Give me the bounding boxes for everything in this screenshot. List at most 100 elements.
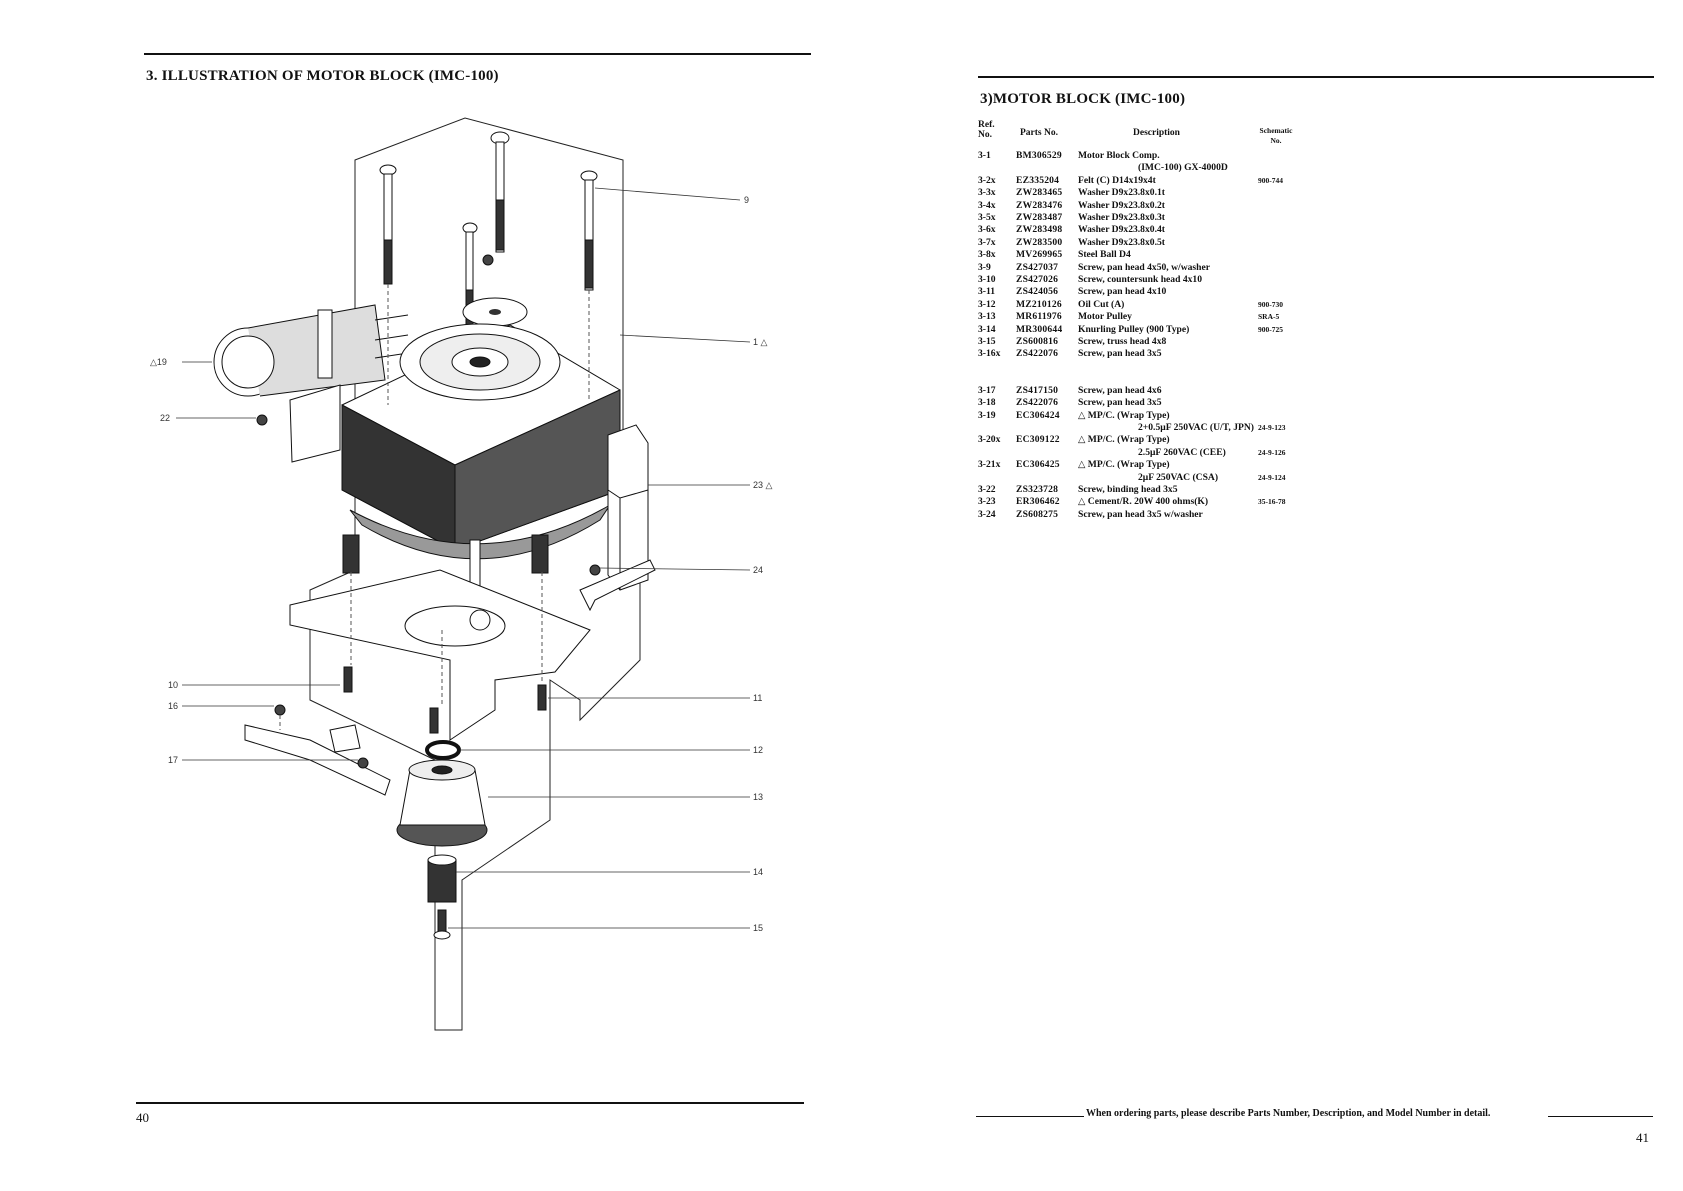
header-parts-no: Parts No. xyxy=(1020,128,1058,138)
part-number: ER306462 xyxy=(1016,496,1060,508)
callout-11: 11 xyxy=(753,693,762,703)
callout-19: △19 xyxy=(150,357,167,367)
part-ref: 3-20x xyxy=(978,434,1001,446)
long-screw-right xyxy=(580,170,598,291)
screw-11 xyxy=(537,684,547,711)
mounting-bracket xyxy=(289,569,591,741)
callout-9: 9 xyxy=(744,195,749,205)
part-description: Washer D9x23.8x0.1t xyxy=(1078,187,1165,199)
part-schematic: 900-744 xyxy=(1258,175,1283,185)
callout-17: 17 xyxy=(168,755,178,765)
part-description: Washer D9x23.8x0.4t xyxy=(1078,224,1165,236)
part-schematic: 35-16-78 xyxy=(1258,497,1286,507)
part-number: EC306424 xyxy=(1016,409,1060,421)
part-schematic: 24-9-123 xyxy=(1258,423,1286,432)
resistor-bracket xyxy=(579,559,656,612)
part-description: Screw, pan head 3x5 xyxy=(1078,397,1162,409)
part-ref: 3-10 xyxy=(978,274,996,285)
part-description: Screw, pan head 4x10 xyxy=(1078,286,1167,298)
part-ref: 3-15 xyxy=(978,336,996,347)
part-number: ZS422076 xyxy=(1016,397,1059,409)
part-number: ZS427037 xyxy=(1016,261,1059,273)
part-number: MZ210126 xyxy=(1016,298,1062,310)
part-ref: 3-6x xyxy=(978,224,996,236)
part-ref: 3-22 xyxy=(978,484,996,495)
part-description: Steel Ball D4 xyxy=(1078,249,1131,261)
left-page-number: 40 xyxy=(136,1110,149,1125)
right-top-rule xyxy=(978,76,1654,78)
part-number: ZW283465 xyxy=(1016,187,1063,199)
part-schematic: 900-725 xyxy=(1258,324,1283,334)
part-description: 2.5μF 260VAC (CEE) xyxy=(1138,446,1226,458)
part-description: Oil Cut (A) xyxy=(1078,298,1125,310)
part-number: ZS424056 xyxy=(1016,286,1059,298)
part-number: ZS600816 xyxy=(1016,336,1059,347)
callout-23: 23 △ xyxy=(753,480,773,490)
part-ref: 3-19 xyxy=(978,409,996,421)
part-schematic: 24-9-124 xyxy=(1258,472,1286,482)
part-ref: 3-12 xyxy=(978,298,996,310)
part-ref: 3-23 xyxy=(978,496,996,508)
screw-24 xyxy=(589,564,601,576)
part-number: ZW283487 xyxy=(1016,212,1063,223)
part-description: Screw, pan head 3x5 xyxy=(1078,348,1162,360)
ordering-note-line-right xyxy=(1548,1116,1653,1117)
part-description: Screw, pan head 4x50, w/washer xyxy=(1078,261,1211,273)
callout-16: 16 xyxy=(168,701,178,711)
knurling-pulley xyxy=(427,854,457,903)
part-ref: 3-17 xyxy=(978,384,996,396)
part-ref: 3-16x xyxy=(978,348,1001,360)
callout-22: 22 xyxy=(160,413,170,423)
part-number: ZW283476 xyxy=(1016,199,1063,211)
screw-18 xyxy=(357,757,369,769)
part-description: (IMC-100) GX-4000D xyxy=(1138,162,1228,174)
header-ref-no: Ref. No. xyxy=(978,120,995,140)
part-number: ZS323728 xyxy=(1016,484,1059,495)
part-description: Screw, binding head 3x5 xyxy=(1078,484,1178,495)
part-number: MR300644 xyxy=(1016,323,1063,335)
part-number: ZS427026 xyxy=(1016,274,1059,285)
part-number: MV269965 xyxy=(1016,249,1063,261)
part-ref: 3-24 xyxy=(978,508,996,520)
part-ref: 3-3x xyxy=(978,187,996,199)
callout-13: 13 xyxy=(753,792,763,802)
left-bottom-rule xyxy=(136,1102,804,1104)
oil-cut-washer xyxy=(425,740,461,760)
part-description: △ MP/C. (Wrap Type) xyxy=(1078,409,1170,421)
screw-22 xyxy=(256,414,268,426)
part-ref: 3-21x xyxy=(978,459,1001,471)
part-ref: 3-8x xyxy=(978,249,996,261)
part-schematic: 24-9-126 xyxy=(1258,447,1286,457)
part-number: ZS422076 xyxy=(1016,348,1059,360)
spacer-left xyxy=(342,534,360,574)
header-description: Description xyxy=(1133,128,1180,138)
part-ref: 3-9 xyxy=(978,261,991,273)
callout-15: 15 xyxy=(753,923,763,933)
callout-14: 14 xyxy=(753,867,763,877)
part-description: Screw, truss head 4x8 xyxy=(1078,336,1167,347)
part-number: MR611976 xyxy=(1016,311,1062,323)
part-number: EC306425 xyxy=(1016,459,1060,471)
long-screw-left xyxy=(379,164,397,285)
ordering-note-text: When ordering parts, please describe Par… xyxy=(1086,1108,1491,1119)
part-description: Washer D9x23.8x0.3t xyxy=(1078,212,1165,223)
part-ref: 3-4x xyxy=(978,199,996,211)
motor-block-exploded-diagram: 9 1 △ △19 22 23 △ 24 10 16 17 11 12 13 1… xyxy=(150,117,773,1031)
part-schematic: 900-730 xyxy=(1258,299,1283,309)
screw-16 xyxy=(274,704,286,716)
part-ref: 3-5x xyxy=(978,212,996,223)
part-description: Washer D9x23.8x0.2t xyxy=(1078,199,1165,211)
part-number: ZW283500 xyxy=(1016,236,1063,248)
part-number: ZS417150 xyxy=(1016,384,1059,396)
part-description: 2+0.5μF 250VAC (U/T, JPN) xyxy=(1138,422,1254,433)
left-page-title: 3. ILLUSTRATION OF MOTOR BLOCK (IMC-100) xyxy=(146,68,499,84)
part-description: Screw, countersunk head 4x10 xyxy=(1078,274,1203,285)
part-description: Felt (C) D14x19x4t xyxy=(1078,174,1156,186)
part-ref: 3-11 xyxy=(978,286,996,298)
part-description: Motor Block Comp. xyxy=(1078,150,1160,161)
part-number: BM306529 xyxy=(1016,150,1062,161)
part-ref: 3-7x xyxy=(978,236,996,248)
screw-10 xyxy=(343,666,353,693)
part-number: ZW283498 xyxy=(1016,224,1063,236)
small-screw-top xyxy=(482,254,494,266)
